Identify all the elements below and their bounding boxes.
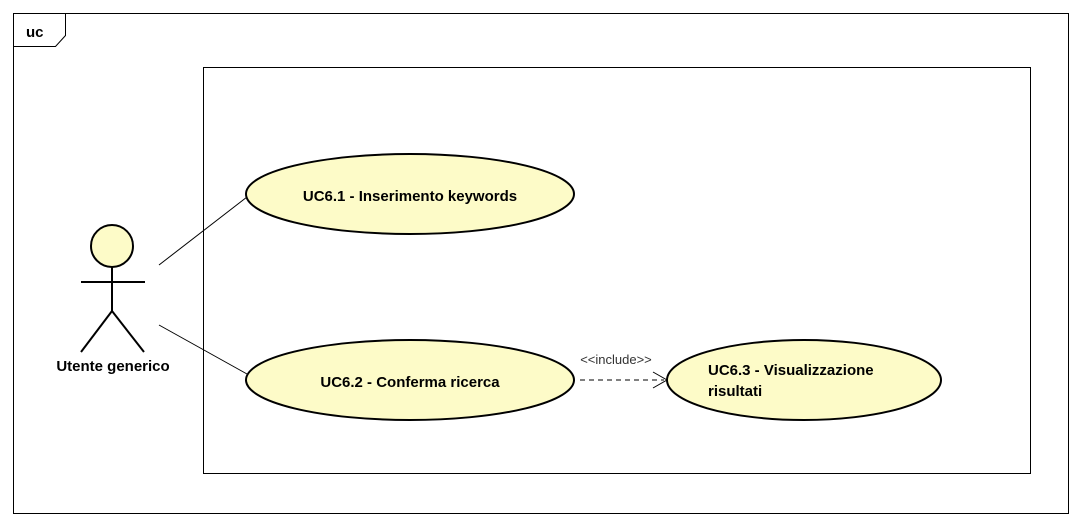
use-case-uc6-3-label-line1: UC6.3 - Visualizzazione xyxy=(708,362,874,379)
association-line-uc61 xyxy=(158,196,248,266)
use-case-uc6-2 xyxy=(245,339,575,421)
include-stereotype: <<include>> xyxy=(580,352,652,367)
actor-left-leg xyxy=(80,310,113,353)
use-case-uc6-2-label: UC6.2 - Conferma ricerca xyxy=(320,374,500,391)
frame-tag: uc xyxy=(26,24,44,41)
use-case-uc6-3 xyxy=(666,339,942,421)
frame-tag-box xyxy=(13,13,66,47)
actor-name: Utente generico xyxy=(56,358,169,375)
use-case-uc6-1 xyxy=(245,153,575,235)
use-case-uc6-3-label: UC6.3 - Visualizzazione risultati xyxy=(708,362,878,400)
association-line-uc62 xyxy=(158,324,248,375)
use-case-uc6-3-label-line2: risultati xyxy=(708,383,762,400)
use-case-uc6-1-label: UC6.1 - Inserimento keywords xyxy=(303,188,517,205)
actor-right-leg xyxy=(111,310,145,353)
actor-figure xyxy=(80,224,145,353)
actor-head xyxy=(90,224,134,268)
